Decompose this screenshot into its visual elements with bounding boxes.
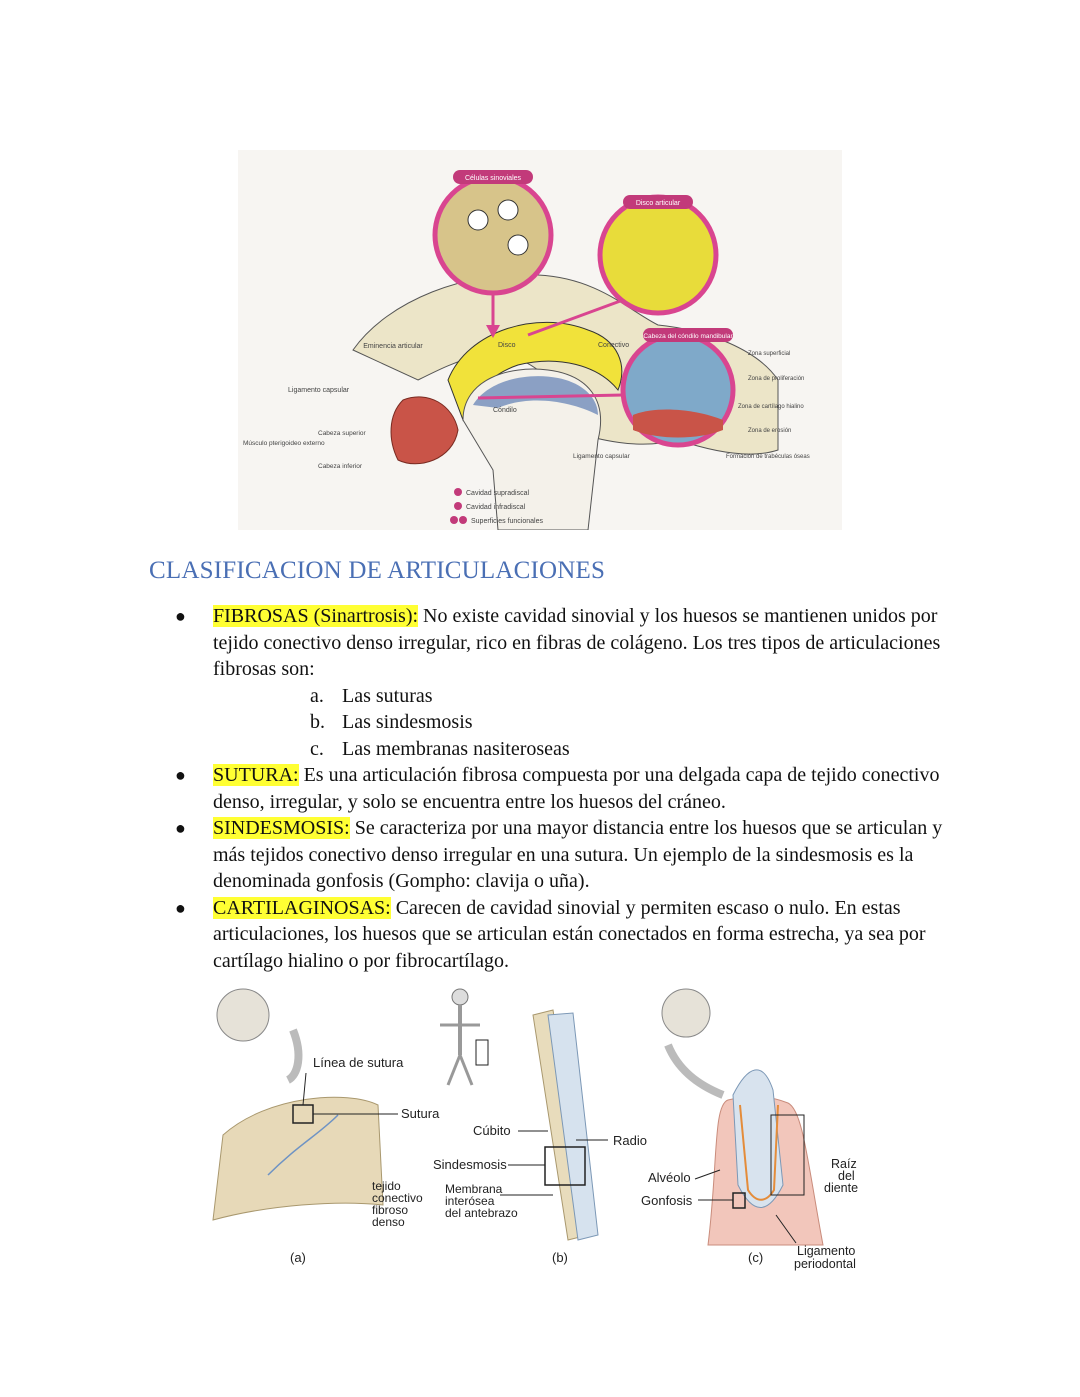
label-muscle: Músculo pterigoideo externo	[243, 440, 325, 447]
tmj-diagram: Células sinoviales Disco articular Cabez…	[238, 150, 842, 530]
label-superior-head: Cabeza superior	[318, 430, 367, 437]
label-radio: Radio	[613, 1133, 647, 1148]
list-item-cartilaginosas: ● CARTILAGINOSAS: Carecen de cavidad sin…	[175, 896, 926, 972]
term-fibrosas: FIBROSAS (Sinartrosis):	[213, 605, 419, 627]
label-capsular-ligament-2: Ligamento capsular	[573, 453, 631, 460]
label-articular-disc: Disco articular	[636, 200, 681, 207]
subitem-b: b.Las sindesmosis	[310, 711, 473, 733]
label-a: (a)	[290, 1250, 306, 1265]
list-item-sutura: ● SUTURA: Es una articulación fibrosa co…	[175, 764, 940, 813]
text-sutura: Es una articulación fibrosa compuesta po…	[213, 764, 940, 813]
label-connective: Conectivo	[598, 342, 629, 349]
label-ligament-2: periodontal	[794, 1257, 856, 1271]
label-zone-erosion: Zona de erosión	[748, 428, 791, 434]
subitem-a: a.Las suturas	[310, 684, 433, 707]
text-sindesmosis: Se caracteriza por una mayor distancia e…	[213, 817, 943, 892]
text-cartilaginosas: Carecen de cavidad sinovial y permiten e…	[213, 896, 926, 972]
label-root-3: diente	[824, 1181, 858, 1195]
label-capsular-ligament: Ligamento capsular	[288, 387, 350, 394]
label-suture-line: Línea de sutura	[313, 1055, 404, 1070]
subitem-c: c.Las membranas nasiteroseas	[310, 737, 570, 760]
label-sindesmosis: Sindesmosis	[433, 1157, 507, 1172]
label-fibrous-4: denso	[372, 1215, 405, 1229]
label-fibrous-2: conectivo	[372, 1191, 423, 1205]
list-item-sindesmosis: ● SINDESMOSIS: Se caracteriza por una ma…	[175, 817, 943, 892]
label-fibrous-3: fibroso	[372, 1203, 408, 1217]
section-heading: CLASIFICACION DE ARTICULACIONES	[149, 557, 606, 584]
label-cubito: Cúbito	[473, 1123, 511, 1138]
label-zone-proliferation: Zona de proliferación	[748, 376, 804, 382]
fibrous-joints-diagram: Línea de sutura Sutura tejido conectivo …	[212, 988, 858, 1271]
label-zone-superficial: Zona superficial	[748, 351, 790, 357]
label-zone-trabeculae: Formación de trabéculas óseas	[726, 454, 810, 460]
label-eminence: Eminencia articular	[363, 343, 423, 350]
label-alveolo: Alvéolo	[648, 1170, 691, 1185]
label-membrane-2: interósea	[445, 1194, 495, 1208]
legend-infradiscal: Cavidad infradiscal	[466, 504, 526, 511]
label-fibrous-1: tejido	[372, 1179, 401, 1193]
sublist: a.Las suturas b.Las sindesmosis c.Las me…	[175, 683, 955, 763]
label-condyle-head: Cabeza del cóndilo mandibular	[643, 333, 733, 340]
legend-supradiscal: Cavidad supradiscal	[466, 490, 529, 497]
label-suture: Sutura	[401, 1106, 440, 1121]
label-synovial-cells: Células sinoviales	[465, 175, 522, 182]
label-inferior-head: Cabeza inferior	[318, 463, 363, 470]
label-gonfosis: Gonfosis	[641, 1193, 693, 1208]
term-sutura: SUTURA:	[213, 764, 299, 786]
label-ligament-1: Ligamento	[797, 1244, 855, 1258]
text-fibrosas: No existe cavidad sinovial y los huesos …	[213, 605, 941, 680]
label-membrane-1: Membrana	[445, 1182, 503, 1196]
label-c: (c)	[748, 1250, 763, 1265]
term-cartilaginosas: CARTILAGINOSAS:	[213, 896, 391, 919]
list-item-fibrosas: ● FIBROSAS (Sinartrosis): No existe cavi…	[175, 605, 941, 680]
label-b: (b)	[552, 1250, 568, 1265]
legend-functional-surfaces: Superficies funcionales	[471, 518, 543, 525]
label-membrane-3: del antebrazo	[445, 1206, 518, 1220]
label-disc: Disco	[498, 342, 516, 349]
label-root-1: Raíz	[831, 1157, 857, 1171]
label-zone-hyaline: Zona de cartílago hialino	[738, 404, 804, 410]
label-root-2: del	[838, 1169, 855, 1183]
term-sindesmosis: SINDESMOSIS:	[213, 817, 350, 839]
classification-list: ● FIBROSAS (Sinartrosis): No existe cavi…	[175, 603, 955, 974]
label-condyle: Cóndilo	[493, 407, 517, 414]
